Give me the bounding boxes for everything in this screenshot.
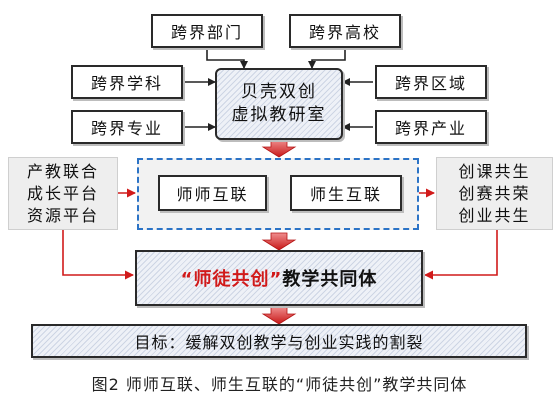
box-cross-industry-label: 跨界产业	[394, 119, 467, 138]
box-cross-discipline: 跨界学科	[71, 65, 183, 99]
lab-title-line2: 虚拟教研室	[231, 105, 327, 125]
block-arrow-community-to-goal	[261, 306, 297, 325]
community-highlight: “师徒共创”	[180, 269, 283, 290]
box-outcomes: 创课共生 创赛共荣 创业共生	[436, 157, 553, 230]
goal-label: 目标：缓解双创教学与创业实践的割裂	[134, 333, 424, 352]
arrow-university-to-lab	[308, 48, 346, 69]
box-goal: 目标：缓解双创教学与创业实践的割裂	[31, 324, 527, 358]
box-teacher-student-link: 师生互联	[290, 175, 402, 211]
box-cross-major-label: 跨界专业	[90, 119, 163, 138]
box-teacher-teacher-link: 师师互联	[158, 175, 267, 211]
box-cross-university: 跨界高校	[289, 14, 401, 48]
outcomes-line-2: 创赛共荣	[458, 183, 531, 203]
box-cross-department: 跨界部门	[151, 14, 263, 48]
box-teaching-community: “师徒共创” 教学共同体	[135, 250, 423, 306]
arrow-platform-to-community	[62, 230, 134, 280]
platform-line-1: 产教联合	[26, 161, 99, 181]
figure-caption: 图2 师师互联、师生互联的“师徒共创”教学共同体	[91, 375, 468, 394]
box-platform: 产教联合 成长平台 资源平台	[8, 157, 118, 230]
outcomes-line-1: 创课共生	[458, 161, 531, 181]
block-arrow-lab-to-links	[261, 139, 297, 158]
box-virtual-lab: 贝壳双创 虚拟教研室	[215, 68, 343, 140]
arrow-department-to-lab	[206, 48, 248, 69]
arrow-outcomes-to-community	[424, 230, 498, 280]
box-cross-department-label: 跨界部门	[170, 23, 243, 42]
box-cross-industry: 跨界产业	[375, 110, 487, 144]
platform-line-3: 资源平台	[26, 205, 99, 225]
community-rest: 教学共同体	[282, 269, 378, 290]
box-cross-major: 跨界专业	[71, 110, 183, 144]
teacher-student-label: 师生互联	[309, 185, 382, 204]
lab-title-line1: 贝壳双创	[241, 82, 317, 102]
block-arrow-links-to-community	[261, 232, 297, 251]
box-cross-university-label: 跨界高校	[308, 23, 381, 42]
box-cross-discipline-label: 跨界学科	[90, 74, 163, 93]
teacher-teacher-label: 师师互联	[176, 185, 249, 204]
box-cross-region: 跨界区域	[375, 65, 487, 99]
platform-line-2: 成长平台	[26, 183, 99, 203]
outcomes-line-3: 创业共生	[458, 205, 531, 225]
box-cross-region-label: 跨界区域	[394, 74, 467, 93]
